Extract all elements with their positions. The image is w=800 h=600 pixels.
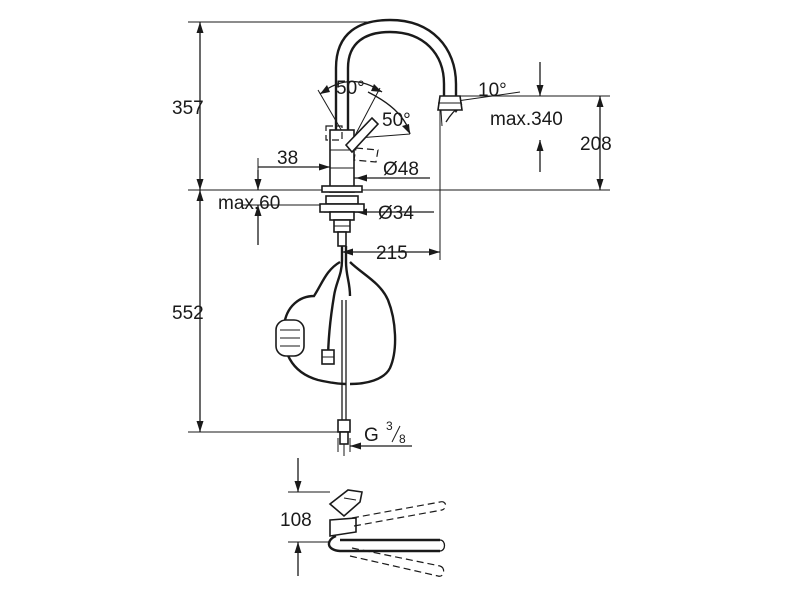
faucet-spout: [334, 18, 463, 135]
extension-lines: [188, 21, 610, 433]
label-thread-den: 8: [399, 432, 406, 446]
label-tilt-angle: 10°: [478, 80, 507, 101]
mounting-shank: [319, 195, 365, 247]
supply-hoses: [282, 246, 397, 420]
label-total-height: 357: [172, 98, 204, 119]
dim-thread: [337, 438, 412, 452]
dim-total-height: [196, 22, 204, 190]
top-view-faucet: [327, 489, 446, 553]
faucet-lever: [325, 116, 380, 163]
label-hole-34: Ø34: [378, 203, 414, 224]
label-lever-angle: 50°: [382, 110, 411, 131]
thread-fitting: [337, 419, 351, 456]
label-under-length: 552: [172, 303, 204, 324]
label-top-depth: 108: [280, 510, 312, 531]
label-spout-angle: 50°: [336, 78, 365, 99]
label-body-38: 38: [277, 148, 298, 169]
label-max-deck: max.60: [218, 193, 280, 214]
hose-connector: [321, 349, 335, 365]
top-view-swivel-dashed: [349, 501, 447, 577]
thread-fraction-bar: [391, 425, 401, 443]
label-body-48: Ø48: [383, 159, 419, 180]
dim-reach: [342, 248, 440, 256]
label-thread-num: 3: [386, 419, 393, 433]
label-spout-height: 208: [580, 134, 612, 155]
label-max-pullout: max.340: [490, 109, 563, 130]
dim-lever-angle: [357, 91, 411, 139]
dim-max-deck: [254, 170, 262, 245]
dim-body-48: [340, 174, 430, 182]
label-thread-main: G: [364, 425, 379, 446]
dim-spout-height: [596, 96, 604, 190]
hose-weight: [275, 319, 305, 357]
label-reach: 215: [376, 243, 408, 264]
faucet-body: [321, 129, 363, 193]
dim-top-depth: [288, 458, 330, 576]
dim-under-length: [196, 190, 204, 432]
dim-max-pullout: [536, 62, 544, 172]
